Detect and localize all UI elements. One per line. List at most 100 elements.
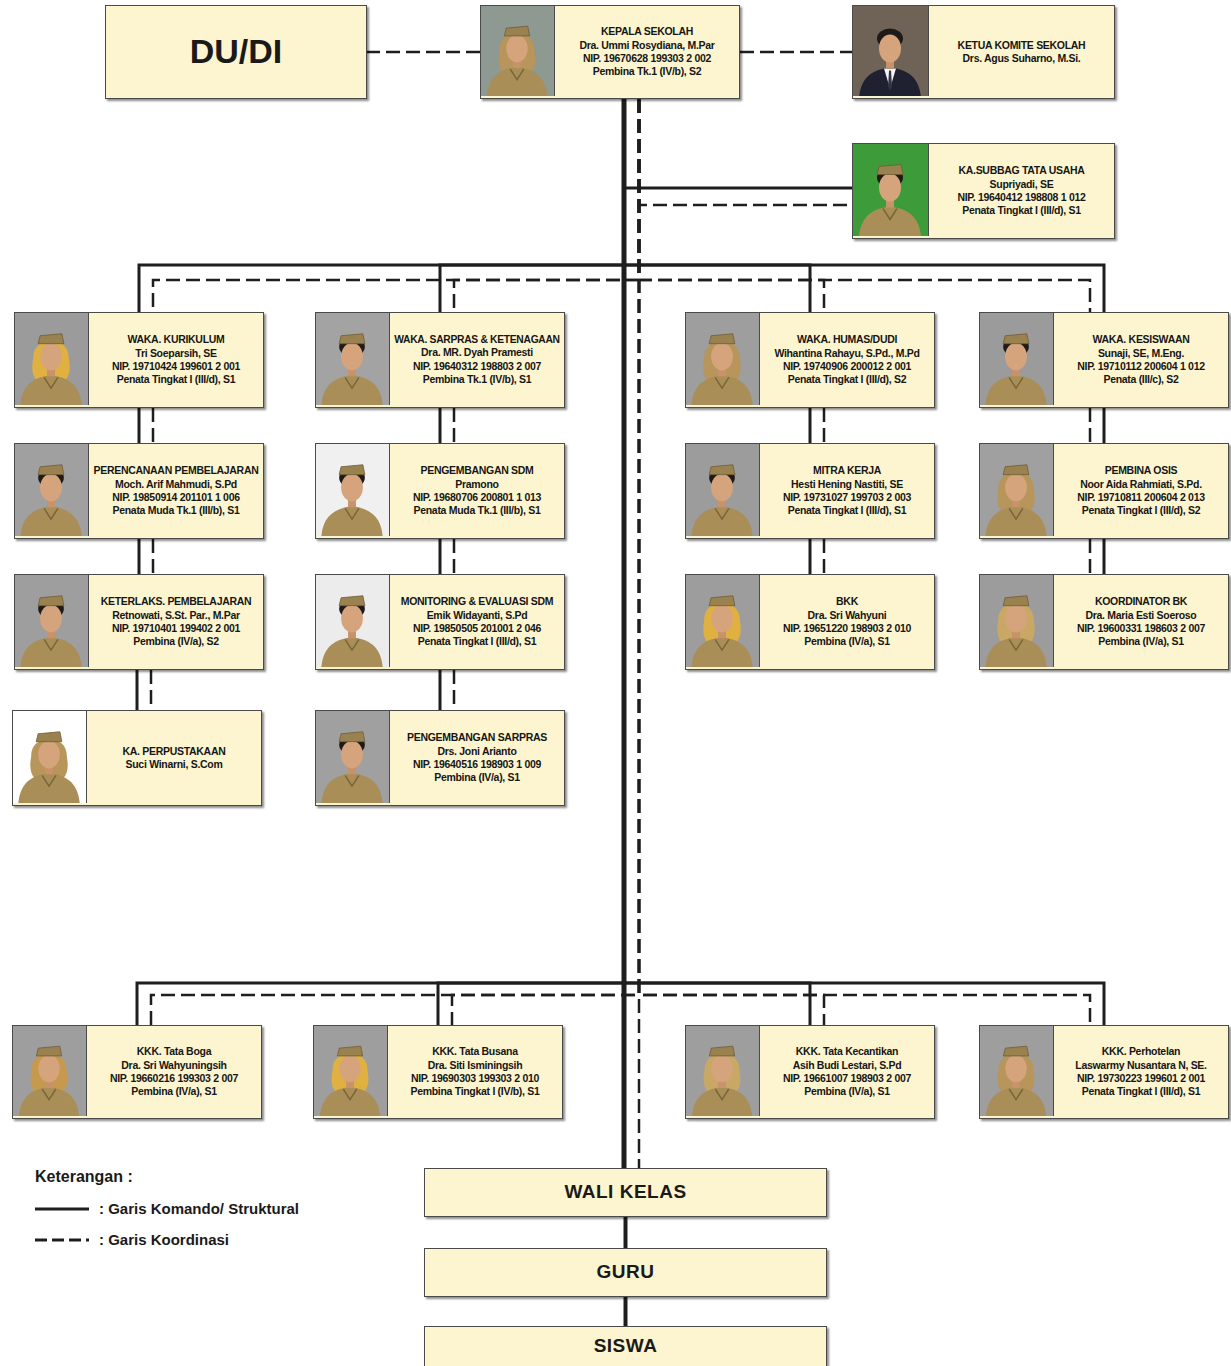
connector: [440, 539, 454, 574]
body: [985, 637, 1046, 667]
node-detail: Pembina Tk.1 (IV/b), S1: [423, 373, 532, 386]
face: [711, 1055, 732, 1082]
uniform-cap: [709, 1046, 734, 1056]
portrait-photo: [15, 575, 89, 667]
body: [321, 773, 382, 803]
connector: [810, 539, 824, 574]
photo-background: [15, 313, 89, 405]
photo-background: [980, 575, 1054, 667]
photo-background: [853, 144, 928, 236]
person-card: PERENCANAAN PEMBELAJARANMoch. Arif Mahmu…: [14, 443, 264, 539]
connector: [440, 670, 454, 710]
connector: [624, 99, 824, 1025]
node-detail: Pembina Tingkat I (IV/b), S1: [410, 1085, 539, 1098]
node-detail: Penata Tingkat I (III/d), S1: [962, 204, 1081, 217]
command-line: [624, 1297, 628, 1326]
body: [321, 506, 382, 536]
node-detail: Wihantina Rahayu, S.Pd., M.Pd: [774, 347, 919, 360]
portrait-photo: [980, 575, 1054, 667]
text-column: WAKA. SARPRAS & KETENAGAANDra. MR. Dyah …: [390, 313, 564, 407]
body: [691, 506, 752, 536]
node-detail: NIP. 19600331 198603 2 007: [1077, 622, 1205, 635]
node-detail: Asih Budi Lestari, S.Pd: [793, 1059, 902, 1072]
node-heading: KKK. Perhotelan: [1102, 1045, 1180, 1058]
uniform-cap: [1003, 596, 1029, 606]
person-card: KKK. Tata KecantikanAsih Budi Lestari, S…: [685, 1025, 935, 1119]
photo-background: [980, 1026, 1053, 1116]
coordination-line: [639, 99, 824, 1025]
connector: [440, 99, 639, 312]
legend-text: : Garis Koordinasi: [99, 1231, 229, 1248]
person-card: PENGEMBANGAN SARPRASDrs. Joni AriantoNIP…: [315, 710, 565, 806]
legend-line: [35, 1238, 89, 1241]
node-heading: BKK: [836, 595, 858, 608]
node-heading: WALI KELAS: [564, 1180, 686, 1204]
uniform-cap: [339, 334, 365, 344]
person-card: BKKDra. Sri WahyuniNIP. 19651220 198903 …: [685, 574, 935, 670]
node-detail: Laswarmy Nusantara N, SE.: [1075, 1059, 1206, 1072]
face: [879, 35, 901, 63]
node-detail: Emik Widayanti, S.Pd: [427, 609, 528, 622]
coordination-line: [638, 99, 641, 1168]
uniform-cap: [1003, 465, 1029, 475]
command-line: [439, 539, 442, 574]
body: [859, 68, 921, 97]
connector: [137, 670, 151, 710]
coordination-line: [452, 99, 639, 1025]
command-line: [809, 539, 812, 574]
coordination-line: [740, 51, 852, 54]
collar: [715, 1089, 729, 1100]
connector: [625, 1297, 626, 1326]
text-column: WAKA. KURIKULUMTri Soeparsih, SENIP. 197…: [89, 313, 263, 407]
node-heading: KKK. Tata Boga: [137, 1045, 211, 1058]
person-card: KETERLAKS. PEMBELAJARANRetnowati, S.St. …: [14, 574, 264, 670]
connector: [740, 52, 852, 53]
command-line: [438, 99, 624, 1025]
node-detail: Noor Aida Rahmiati, S.Pd.: [1080, 478, 1202, 491]
collar: [44, 377, 58, 388]
portrait-photo: [686, 313, 760, 405]
command-line: [1103, 408, 1106, 443]
coordination-line: [639, 99, 1090, 312]
face: [1005, 605, 1027, 633]
text-column: WAKA. HUMAS/DUDIWihantina Rahayu, S.Pd.,…: [760, 313, 934, 407]
text-column: KETERLAKS. PEMBELAJARANRetnowati, S.St. …: [89, 575, 263, 669]
uniform-cap: [709, 465, 735, 475]
text-column: MITRA KERJAHesti Hening Nastiti, SENIP. …: [760, 444, 934, 538]
photo-background: [980, 444, 1054, 536]
body: [691, 637, 752, 667]
coordination-line: [152, 408, 155, 443]
text-column: KKK. Tata KecantikanAsih Budi Lestari, S…: [760, 1026, 934, 1118]
photo-background: [686, 444, 760, 536]
node-detail: Pramono: [455, 478, 498, 491]
tie: [888, 71, 892, 91]
portrait-photo: [853, 144, 929, 236]
coordination-line: [453, 539, 456, 574]
connector: [624, 99, 639, 1168]
node-detail: Tri Soeparsih, SE: [135, 347, 216, 360]
collar: [1009, 508, 1023, 519]
node-detail: Penata Tingkat I (III/d), S1: [788, 504, 907, 517]
legend-text: : Garis Komando/ Struktural: [99, 1200, 299, 1217]
command-line: [624, 1217, 628, 1248]
node-heading: MONITORING & EVALUASI SDM: [401, 595, 554, 608]
command-line: [439, 670, 442, 710]
face: [38, 741, 60, 769]
photo-background: [13, 1026, 86, 1116]
node-detail: NIP. 19640516 198903 1 009: [413, 758, 541, 771]
portrait-photo: [15, 313, 89, 405]
body: [20, 637, 81, 667]
node-detail: NIP. 19690303 199303 2 010: [411, 1072, 539, 1085]
node-detail: Sunaji, SE, M.Eng.: [1098, 347, 1184, 360]
collar: [715, 639, 729, 650]
face: [341, 741, 363, 769]
portrait-photo: [316, 575, 390, 667]
uniform-cap: [38, 465, 64, 475]
node-detail: NIP. 19661007 198903 2 007: [783, 1072, 911, 1085]
photo-background: [314, 1026, 387, 1116]
node-heading: PENGEMBANGAN SARPRAS: [407, 731, 547, 744]
person-card: MITRA KERJAHesti Hening Nastiti, SENIP. …: [685, 443, 935, 539]
collar: [1009, 1089, 1023, 1100]
person-card: PENGEMBANGAN SDMPramonoNIP. 19680706 200…: [315, 443, 565, 539]
connector: [624, 99, 1104, 312]
